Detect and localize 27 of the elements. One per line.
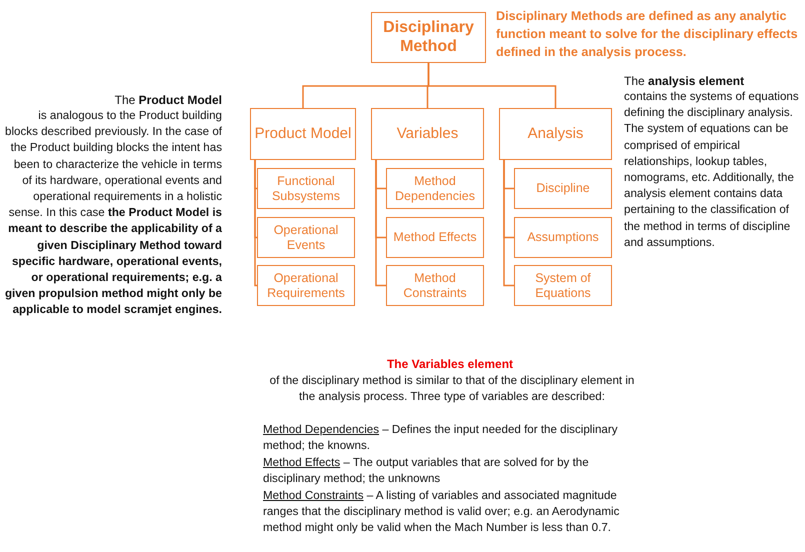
note-heading: The analysis element [624, 73, 746, 90]
note-heading: The Variables element [386, 356, 514, 372]
category-box: Method Constraints [386, 265, 484, 306]
connector-line [503, 160, 514, 286]
category-box: Method Effects [386, 217, 484, 258]
analysis-note: contains the systems of equations defining the disciplinary analysis. The system of equations can be comprised of empirical relationships, lookup tables, nomograms, etc. Additionally, the analysis element contains data pertaining to the classification of the method in terms of discipline and assumptions. [624, 89, 800, 251]
category-box: Operational Events [257, 217, 355, 258]
category-box: Operational Requirements [257, 265, 355, 306]
category-box: Method Dependencies [386, 168, 484, 209]
category-box: Functional Subsystems [257, 168, 355, 209]
variables-note: of the disciplinary method is similar to that of the disciplinary element in the analysis process. Three type of variables are described: [268, 373, 636, 406]
category-box: Assumptions [514, 217, 612, 258]
category-box: Discipline [514, 168, 612, 209]
definition-item: Method Constraints – A listing of variables and associated magnitude ranges that the disciplinary method is valid over; e.g. an Aerodynamic method might only be valid when the Mach Number is less than 0.7. [263, 488, 620, 536]
connector-line [375, 160, 386, 286]
note-heading: The Product Model [114, 92, 222, 108]
definition-item: Method Dependencies – Defines the input needed for the disciplinary method; the knowns. [263, 422, 619, 454]
connector-line [254, 160, 257, 286]
category-box: Analysis [499, 108, 612, 160]
root-box: Disciplinary Method [371, 12, 486, 63]
category-box: System of Equations [514, 265, 612, 306]
product-model-note: is analogous to the Product building blocks described previously. In the case of the Product building blocks the intent has been to characterize the vehicle in terms of its hardware, operational events and operational requirements in a holistic sense. In this case the Product Model is meant to describe the applicability of a given Disciplinary Method toward specific hardware, operational events, or operational requirements; e.g. a given propulsion method might only be applicable to model scramjet engines. [4, 108, 222, 318]
category-box: Variables [371, 108, 484, 160]
connector-line [428, 63, 556, 108]
category-box: Product Model [250, 108, 356, 160]
definition-note: Disciplinary Methods are defined as any analytic function meant to solve for the disciplinary effects defined in the analysis process. [496, 8, 799, 61]
definition-item: Method Effects – The output variables that are solved for by the disciplinary method; the unknowns [263, 455, 590, 488]
